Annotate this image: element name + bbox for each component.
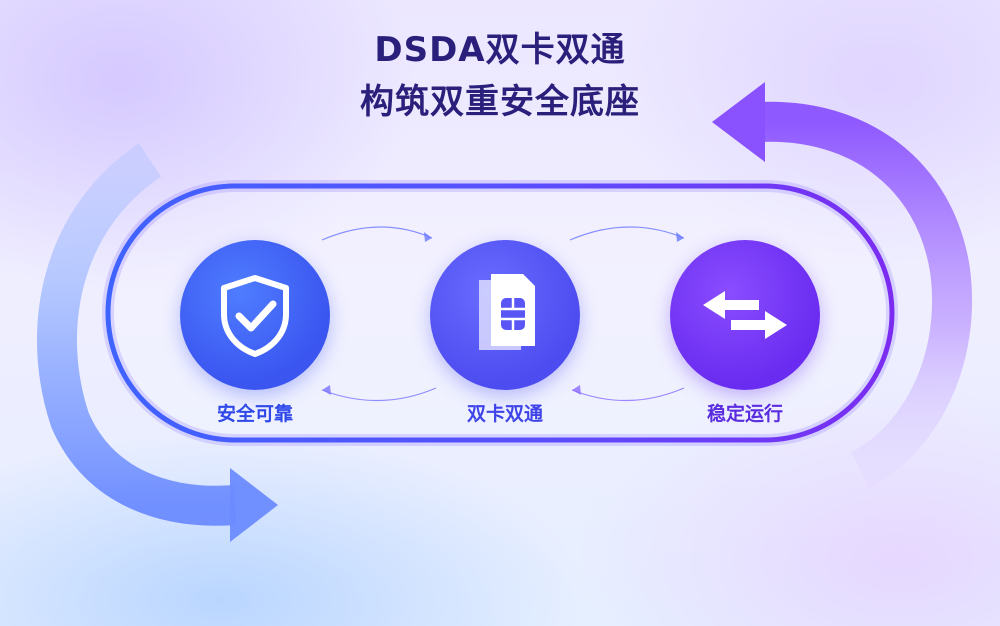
swap-arrows-icon <box>703 291 787 339</box>
node-stable <box>670 240 820 390</box>
headline: DSDA双卡双通 构筑双重安全底座 <box>0 24 1000 128</box>
right-cycle-arc <box>759 101 973 488</box>
node-dual-sim <box>430 240 580 390</box>
node-label-dual-sim: 双卡双通 <box>466 403 543 425</box>
connector-top-2 <box>569 226 685 241</box>
connector-bottom-1 <box>321 387 437 402</box>
right-cycle-arrowhead <box>712 82 765 162</box>
sim-cards-icon <box>479 274 535 350</box>
headline-line-2: 构筑双重安全底座 <box>360 82 640 122</box>
capsule-loop <box>105 183 895 443</box>
connector-bottom-2 <box>571 387 685 402</box>
node-label-stable: 稳定运行 <box>706 403 783 425</box>
left-cycle-arc <box>37 143 237 526</box>
left-cycle-arrowhead <box>230 468 278 542</box>
node-secure <box>180 240 330 390</box>
headline-line-1: DSDA双卡双通 <box>374 30 626 70</box>
node-label-secure: 安全可靠 <box>216 403 293 425</box>
connector-top-1 <box>321 226 433 241</box>
shield-check-icon <box>221 275 289 357</box>
